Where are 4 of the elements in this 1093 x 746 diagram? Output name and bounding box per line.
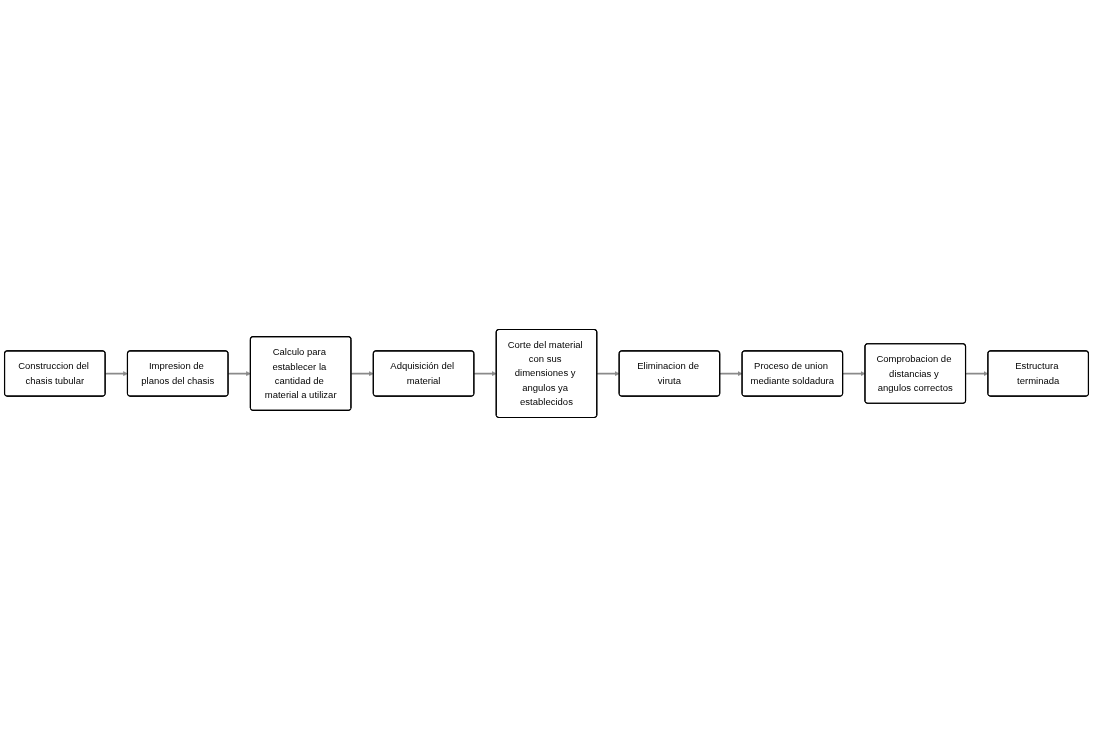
arrow	[473, 370, 497, 376]
arrow	[350, 370, 374, 376]
arrow	[719, 370, 743, 376]
arrow	[596, 370, 620, 376]
